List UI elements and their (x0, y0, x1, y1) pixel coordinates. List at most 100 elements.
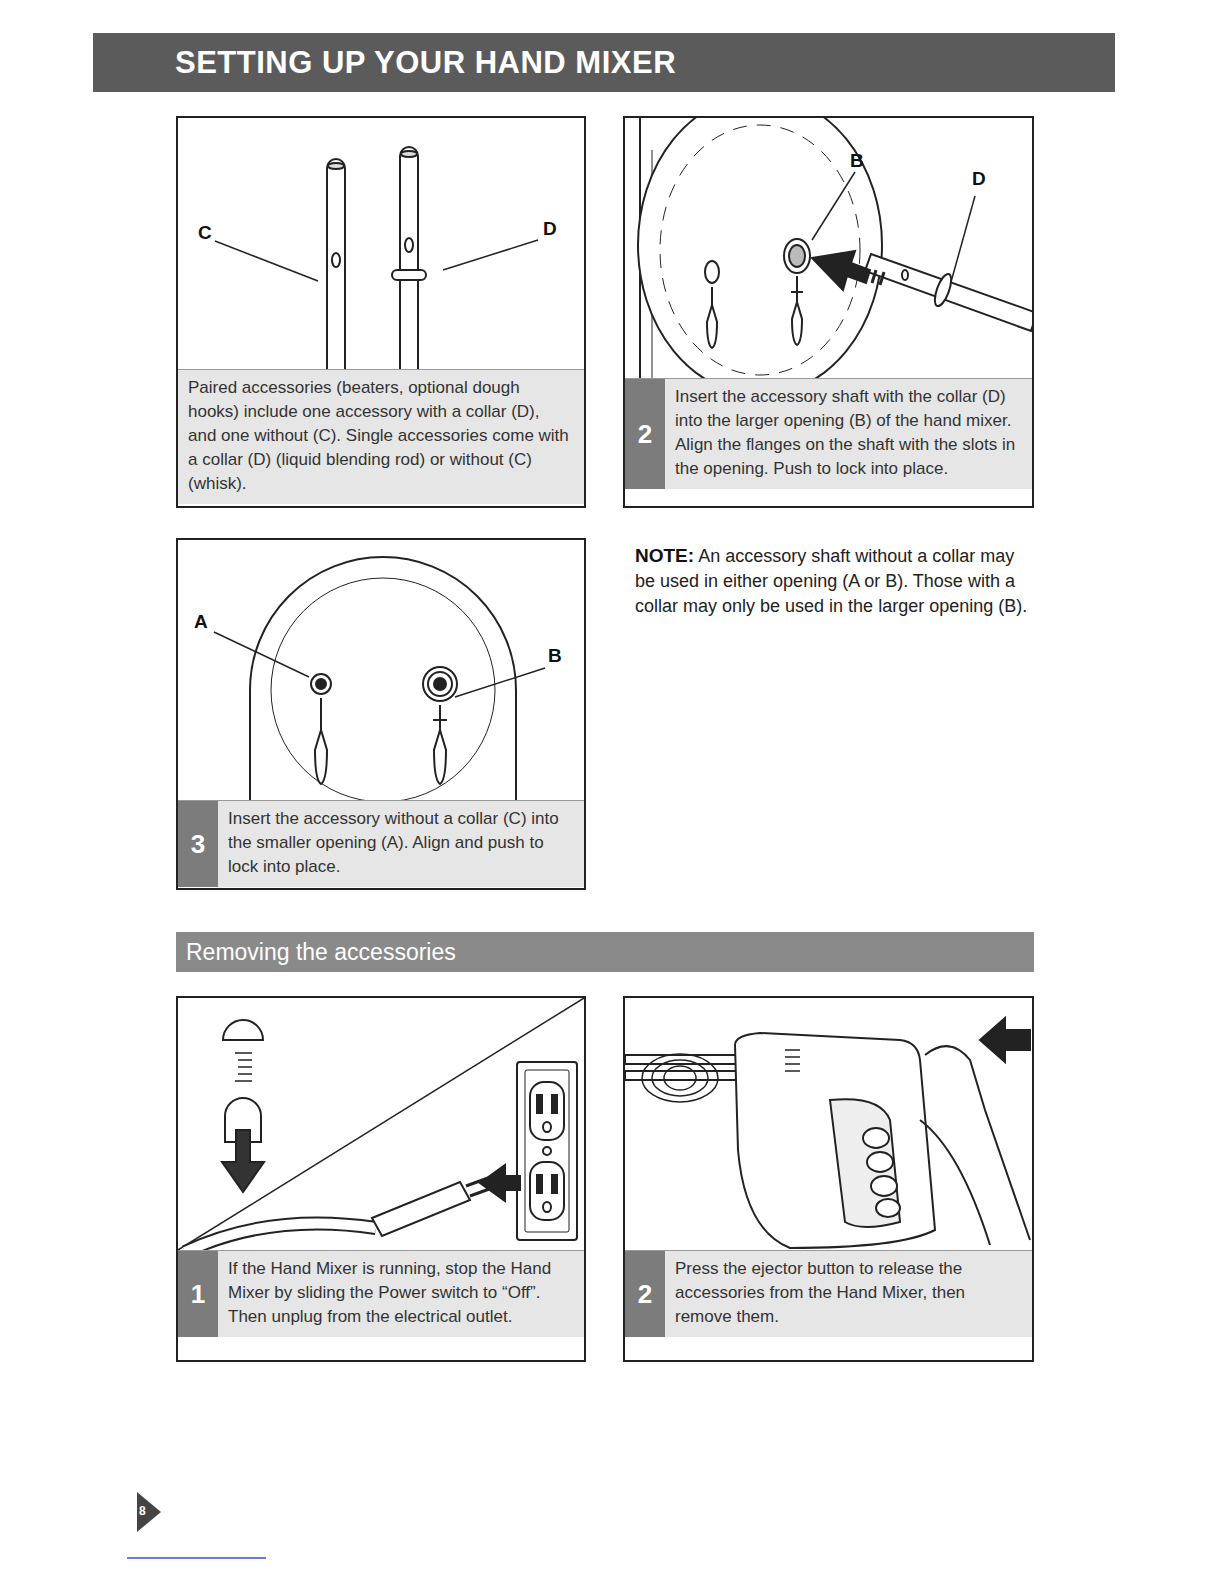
caption-area: Paired accessories (beaters, optional do… (178, 369, 584, 504)
mixer-insert-view-part (872, 270, 876, 283)
step-panel: 3Insert the accessory without a collar (… (176, 538, 586, 890)
accessory-rods-part (392, 270, 426, 280)
mixer-openings-view-part (214, 632, 309, 677)
accessory-rods-part (401, 151, 417, 157)
unplug-illustration-part (466, 1178, 488, 1186)
unplug-illustration-part (238, 1059, 252, 1061)
mixer-insert-view-part (789, 245, 805, 267)
unplug-illustration-part (222, 1130, 264, 1192)
unplug-illustration-part (223, 1020, 263, 1040)
unplug-illustration (178, 998, 584, 1250)
unplug-illustration-part (525, 1070, 569, 1232)
step-text: Paired accessories (beaters, optional do… (178, 370, 584, 504)
ejector-illustration-part (920, 1120, 990, 1245)
ejector-illustration-part (785, 1070, 800, 1072)
mixer-openings-view-part (434, 678, 446, 690)
note-text: An accessory shaft without a collar may … (635, 546, 1027, 616)
step-text: Press the ejector button to release the … (665, 1251, 1032, 1337)
step-text: Insert the accessory without a collar (C… (218, 801, 584, 887)
accessory-rods-part (328, 163, 344, 169)
mixer-openings-view-part (311, 674, 331, 694)
step-panel: Paired accessories (beaters, optional do… (176, 116, 586, 508)
step-text: If the Hand Mixer is running, stop the H… (218, 1251, 584, 1337)
part-letter: D (972, 168, 986, 190)
mixer-insert-view-part (660, 125, 860, 375)
ejector-illustration-part (642, 1054, 718, 1102)
step-panel: 1If the Hand Mixer is running, stop the … (176, 996, 586, 1362)
note-block: NOTE: An accessory shaft without a colla… (635, 543, 1035, 619)
caption-area: 2Press the ejector button to release the… (625, 1250, 1032, 1337)
step-text: Insert the accessory shaft with the coll… (665, 379, 1032, 489)
mixer-openings-view-part (271, 578, 495, 800)
accessory-rods-part (215, 241, 318, 281)
ejector-illustration-part (863, 1128, 889, 1148)
mixer-insert-view-part (791, 291, 803, 293)
mixer-insert-view-part (951, 196, 975, 282)
ejector-illustration-part (735, 1033, 935, 1248)
page-marker (127, 1492, 266, 1558)
part-letter: B (850, 150, 864, 172)
mixer-insert-view-part (902, 270, 908, 280)
mixer-insert-view-part (796, 276, 798, 302)
ejector-illustration-part (664, 1066, 696, 1090)
part-letter: D (543, 218, 557, 240)
mixer-openings-view-part (320, 698, 322, 730)
unplug-illustration-part (178, 998, 584, 1250)
mixer-insert-view-part (812, 251, 870, 290)
ejector-illustration-part (785, 1049, 800, 1051)
mixer-openings-view-part (439, 705, 441, 730)
ejector-illustration-part (785, 1063, 800, 1065)
accessory-rods (215, 147, 538, 369)
ejector-illustration-part (867, 1152, 893, 1172)
mixer-openings-view-part (423, 667, 457, 701)
mixer-openings-view-part (433, 719, 447, 721)
section-heading: Removing the accessories (176, 939, 456, 966)
mixer-openings-view-part (316, 679, 326, 689)
title-bar (93, 33, 1115, 92)
unplug-illustration-part (537, 1175, 542, 1193)
accessory-rods-part (400, 147, 418, 369)
ejector-illustration-part (785, 1056, 800, 1058)
mixer-insert-view-part (865, 254, 1032, 331)
mixer-insert-view-part (812, 172, 855, 240)
ejector-illustration-part (871, 1176, 897, 1196)
unplug-illustration-part (235, 1052, 252, 1054)
ejector-illustration-part (876, 1199, 900, 1217)
part-letter: C (198, 222, 212, 244)
unplug-illustration-part (530, 1082, 564, 1140)
step-number: 3 (178, 801, 218, 887)
mixer-openings-view-part (315, 730, 327, 784)
mixer-insert-view-part (880, 272, 884, 285)
accessory-rods-part (327, 159, 345, 369)
mixer-openings-view-part (428, 672, 452, 696)
page-number: 8 (139, 1504, 146, 1518)
unplug-illustration-part (543, 1122, 551, 1132)
unplug-illustration-part (235, 1080, 252, 1082)
ejector-illustration (625, 1018, 1030, 1248)
unplug-illustration-part (185, 1223, 376, 1250)
page-marker-part (137, 1492, 161, 1532)
mixer-insert-view-part (707, 305, 717, 348)
section-band: Removing the accessories (176, 932, 1034, 972)
ejector-illustration-part (652, 1060, 708, 1096)
unplug-illustration-part (238, 1066, 252, 1068)
unplug-illustration-part (543, 1202, 551, 1212)
mixer-insert-view-part (705, 261, 719, 283)
unplug-illustration-part (470, 1188, 492, 1196)
mixer-insert-view-part (792, 302, 802, 345)
part-letter: A (194, 611, 208, 633)
caption-area: 1If the Hand Mixer is running, stop the … (178, 1250, 584, 1337)
unplug-illustration-part (537, 1095, 542, 1113)
mixer-openings-view (214, 557, 545, 800)
unplug-illustration-part (480, 1165, 520, 1201)
mixer-openings-view-part (434, 730, 446, 784)
ejector-illustration-part (980, 1018, 1030, 1062)
accessory-rods-part (332, 253, 340, 267)
note-heading: NOTE: (635, 545, 694, 566)
mixer-insert-view (638, 118, 1032, 378)
page-marker-part (127, 1557, 266, 1559)
unplug-illustration-part (517, 1062, 577, 1240)
step-number: 1 (178, 1251, 218, 1337)
mixer-insert-view-part (784, 239, 810, 273)
